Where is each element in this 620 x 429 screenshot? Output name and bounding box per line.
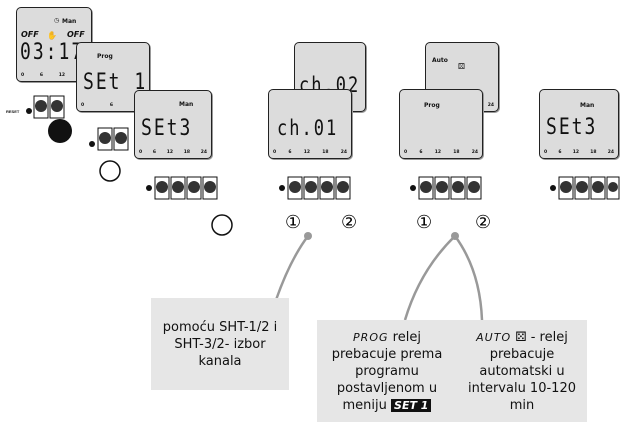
off-label-left: OFF xyxy=(21,30,39,39)
connector-1 xyxy=(274,235,310,301)
set3-digits: SEt3 xyxy=(546,114,598,141)
prog-button xyxy=(35,100,47,112)
step-two-marker: ② xyxy=(341,212,358,233)
clock-icon: ◷ xyxy=(54,17,60,24)
connector-2a xyxy=(403,235,456,321)
man2-button xyxy=(188,181,200,193)
man-label: Man xyxy=(580,102,595,109)
man2-button xyxy=(592,181,604,193)
step-two-marker: ② xyxy=(475,212,492,233)
callout-prog: PROG relej prebacuje prema programu post… xyxy=(317,320,457,422)
press-indicator xyxy=(48,119,72,143)
step-one-marker: ① xyxy=(285,212,302,233)
auto-icon: ⚄ xyxy=(515,329,527,345)
callout-channel-select: pomoću SHT-1/2 i SHT-3/2- izbor kanala xyxy=(151,298,289,390)
reset-button xyxy=(26,108,32,114)
ok-button xyxy=(204,181,216,193)
off-label-right: OFF xyxy=(67,30,85,39)
hand-icon: ✋ xyxy=(47,31,57,40)
connector-dot-2 xyxy=(451,232,459,240)
prog-label: Prog xyxy=(424,102,440,109)
auto-mode-label: AUTO xyxy=(476,330,512,344)
ch01-digits: ch.01 xyxy=(277,116,339,141)
man2-button xyxy=(452,181,464,193)
man-button xyxy=(115,132,127,144)
ok-button xyxy=(608,182,618,192)
callout-body: - relej prebacuje automatski u intervalu… xyxy=(468,329,576,413)
man-button xyxy=(172,181,184,193)
callout-text: PROG relej prebacuje prema programu post… xyxy=(317,323,457,420)
prog-button xyxy=(99,132,111,144)
man-label: Man xyxy=(179,101,194,108)
callout-body: relej prebacuje prema programu postavlje… xyxy=(331,329,443,413)
man2-button xyxy=(321,181,333,193)
auto-icon: ⚄ xyxy=(458,62,465,71)
set3-digits: SEt3 xyxy=(141,115,193,142)
press-indicator xyxy=(99,160,121,182)
man-button xyxy=(436,181,448,193)
mode-label: Man xyxy=(62,18,77,25)
callout-auto: AUTO ⚄ - relej prebacuje automatski u in… xyxy=(457,320,587,422)
reset-label: RESET xyxy=(6,109,20,114)
prog-mode-label: PROG xyxy=(353,330,389,344)
connector-dot-1 xyxy=(304,232,312,240)
ok-button xyxy=(337,181,349,193)
callout-text: pomoću SHT-1/2 i SHT-3/2- izbor kanala xyxy=(162,319,278,369)
set1-badge: SET 1 xyxy=(391,398,432,412)
prog-button xyxy=(560,181,572,193)
ok-button xyxy=(468,181,480,193)
man-button xyxy=(51,100,63,112)
prog-button xyxy=(289,181,301,193)
connector-2b xyxy=(453,235,484,321)
prog-button xyxy=(420,181,432,193)
prog-label: Prog xyxy=(97,53,113,60)
callout-text: AUTO ⚄ - relej prebacuje automatski u in… xyxy=(457,323,587,420)
time-digits: 03:17 xyxy=(20,39,85,66)
step-one-marker: ① xyxy=(416,212,433,233)
man-button xyxy=(305,181,317,193)
press-indicator xyxy=(211,214,233,236)
auto-label: Auto xyxy=(432,57,448,64)
man-button xyxy=(576,181,588,193)
prog-button xyxy=(156,181,168,193)
